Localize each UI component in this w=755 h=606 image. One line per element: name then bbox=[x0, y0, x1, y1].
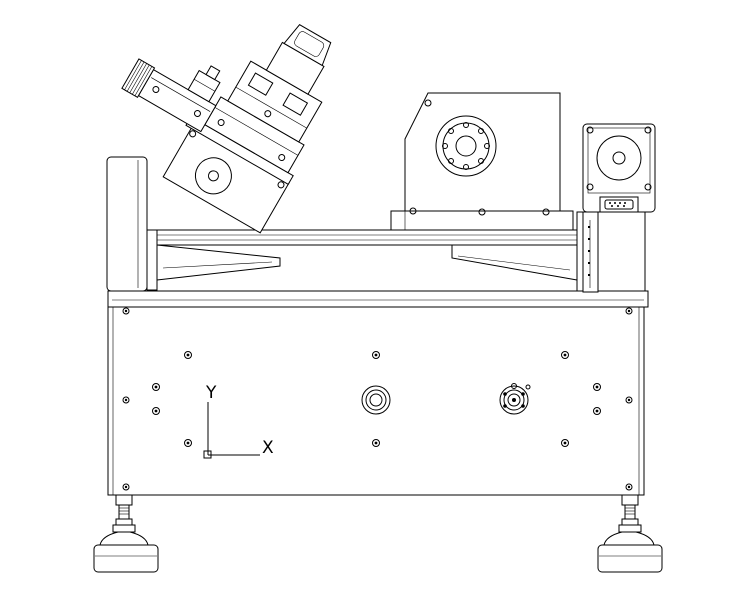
leveling-foot-left bbox=[93, 494, 159, 573]
right-bearing bbox=[499, 383, 531, 415]
stepper-motor bbox=[582, 123, 656, 213]
xy-axis-indicator: Y X bbox=[203, 383, 274, 459]
right-end-plate bbox=[576, 211, 646, 293]
y-axis-label: Y bbox=[205, 383, 217, 403]
leveling-foot-right bbox=[597, 494, 663, 573]
base-screws bbox=[122, 307, 633, 491]
left-end-plate bbox=[106, 156, 158, 292]
base-enclosure bbox=[107, 290, 649, 496]
cross-rail bbox=[156, 229, 578, 281]
rotary-stage-housing bbox=[390, 92, 574, 231]
x-axis-label: X bbox=[262, 438, 274, 458]
tilted-camera-assembly bbox=[121, 23, 332, 234]
rotary-stage-disc bbox=[435, 115, 497, 177]
center-bushing bbox=[361, 385, 391, 415]
